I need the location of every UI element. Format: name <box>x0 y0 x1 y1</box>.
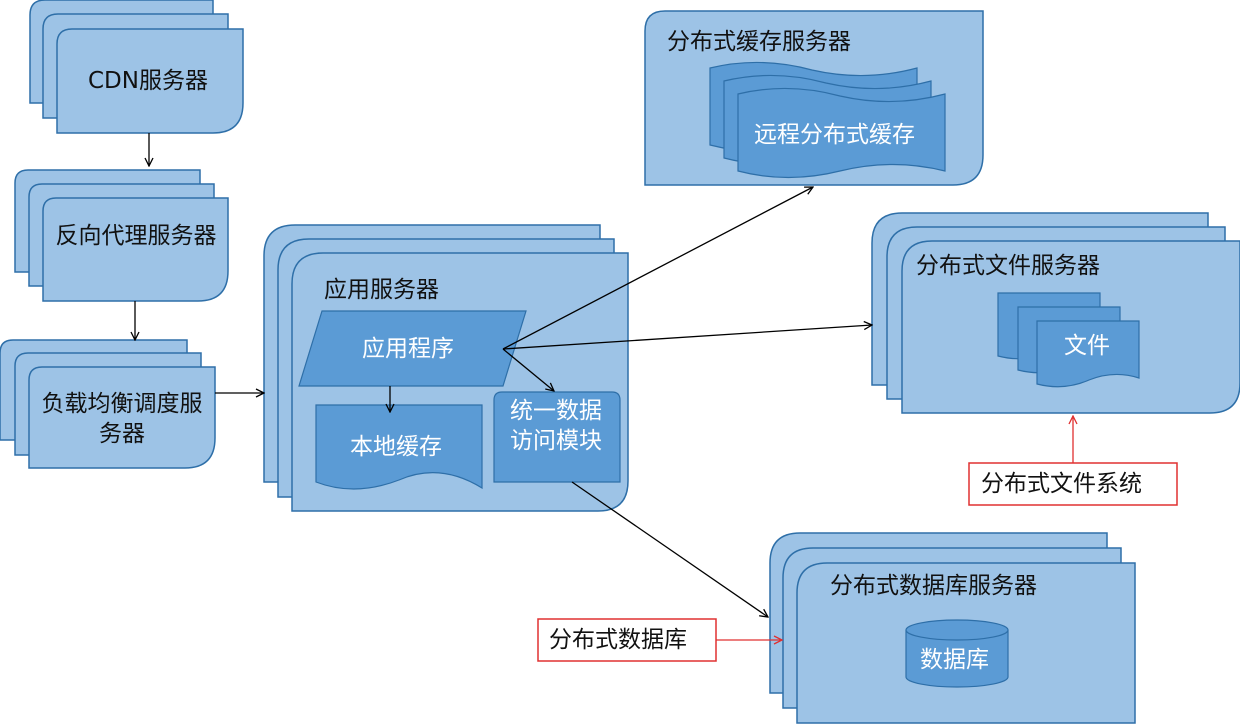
load-balancer-label: 负载均衡调度服务器 <box>41 391 203 447</box>
app-program-shape <box>298 310 527 387</box>
file-system-annotation-label: 分布式文件系统 <box>981 471 1142 497</box>
arrow-app-to-fileserver <box>502 325 872 350</box>
arrow-app-to-dataaccess <box>502 348 554 391</box>
file-layer-1 <box>1036 320 1140 388</box>
cdn-server-stack <box>29 0 244 134</box>
cdn-server-box <box>56 28 244 134</box>
arrow-app-to-cacheserver <box>502 187 813 350</box>
remote-cache-layer-1 <box>737 87 946 179</box>
file-server-label: 分布式文件服务器 <box>916 253 1100 279</box>
local-cache-shape <box>315 404 483 490</box>
distributed-db-annotation-label: 分布式数据库 <box>549 627 687 653</box>
cache-server-label: 分布式缓存服务器 <box>667 29 851 55</box>
database-cylinder-body <box>905 630 1009 688</box>
data-access-module-label: 统一数据访问模块 <box>510 398 602 454</box>
database-cylinder <box>905 619 1009 688</box>
app-program-label: 应用程序 <box>362 336 454 362</box>
app-server-label: 应用服务器 <box>324 277 439 303</box>
arrow-dataaccess-to-dbserver <box>571 481 768 617</box>
database-cylinder-top <box>905 619 1009 641</box>
reverse-proxy-box <box>42 197 229 302</box>
local-cache-label: 本地缓存 <box>350 434 442 460</box>
distributed-db-annotation-box <box>537 618 717 662</box>
cdn-server-label: CDN服务器 <box>88 68 208 94</box>
reverse-proxy-stack <box>14 169 229 302</box>
remote-cache-label: 远程分布式缓存 <box>754 122 915 148</box>
db-server-label: 分布式数据库服务器 <box>830 573 1037 599</box>
connectors <box>135 133 872 617</box>
annotation-connectors <box>716 416 1073 640</box>
database-label: 数据库 <box>920 647 989 673</box>
load-balancer-box <box>28 366 216 469</box>
remote-cache-stack <box>709 61 946 179</box>
data-access-module-shape <box>493 391 621 483</box>
file-label: 文件 <box>1064 333 1110 359</box>
file-stack <box>997 292 1140 388</box>
load-balancer-stack <box>0 339 216 469</box>
reverse-proxy-label: 反向代理服务器 <box>55 223 217 249</box>
